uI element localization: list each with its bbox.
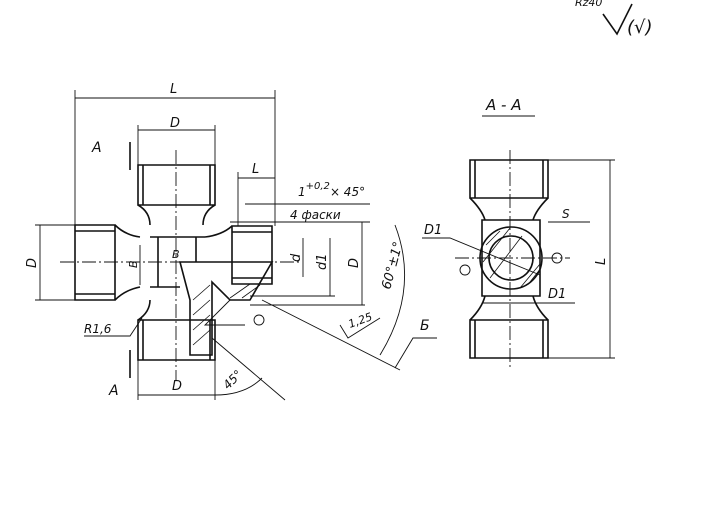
inner-diameter-label: D1 xyxy=(424,223,442,238)
view-label: Б xyxy=(420,318,430,334)
cone-angle: 60°±1° xyxy=(379,240,406,291)
radius-label: R1,6 xyxy=(84,322,112,336)
lower-diameter-label: D1 xyxy=(548,287,566,302)
section-mark-bottom: A xyxy=(108,383,119,399)
chamfer-note: 4 фаски xyxy=(290,208,341,222)
wrench-size-label: S xyxy=(562,207,570,221)
overall-length-label: L xyxy=(170,82,177,97)
dim-d: d xyxy=(289,253,304,262)
left-bore-label: B xyxy=(127,260,140,268)
bottom-diameter-label: D xyxy=(172,379,182,394)
roughness-cone: 1,25 xyxy=(347,310,374,331)
dim-d1: d1 xyxy=(315,253,330,270)
dim-D: D xyxy=(347,258,362,268)
roughness-other: (√) xyxy=(627,17,653,38)
section-title: A - A xyxy=(485,96,521,114)
left-height-label: D xyxy=(25,258,40,268)
front-view: L D A A L 1+0,2× 45° 4 фаски B D B R1,6 … xyxy=(25,82,437,401)
section-length-label: L xyxy=(594,258,609,265)
roughness-value: Rz40 xyxy=(575,0,602,9)
angle-45-label: 45° xyxy=(220,367,245,392)
section-mark-top: A xyxy=(91,140,102,156)
section-view: A - A D1 S D1 L xyxy=(422,96,615,368)
chamfer-label: 1+0,2× 45° xyxy=(298,181,365,199)
branch-length-label: L xyxy=(252,162,259,177)
top-diameter-label: D xyxy=(170,116,180,131)
bore-width-label: B xyxy=(172,248,180,261)
roughness-symbol: Rz40 (√) xyxy=(575,0,653,38)
